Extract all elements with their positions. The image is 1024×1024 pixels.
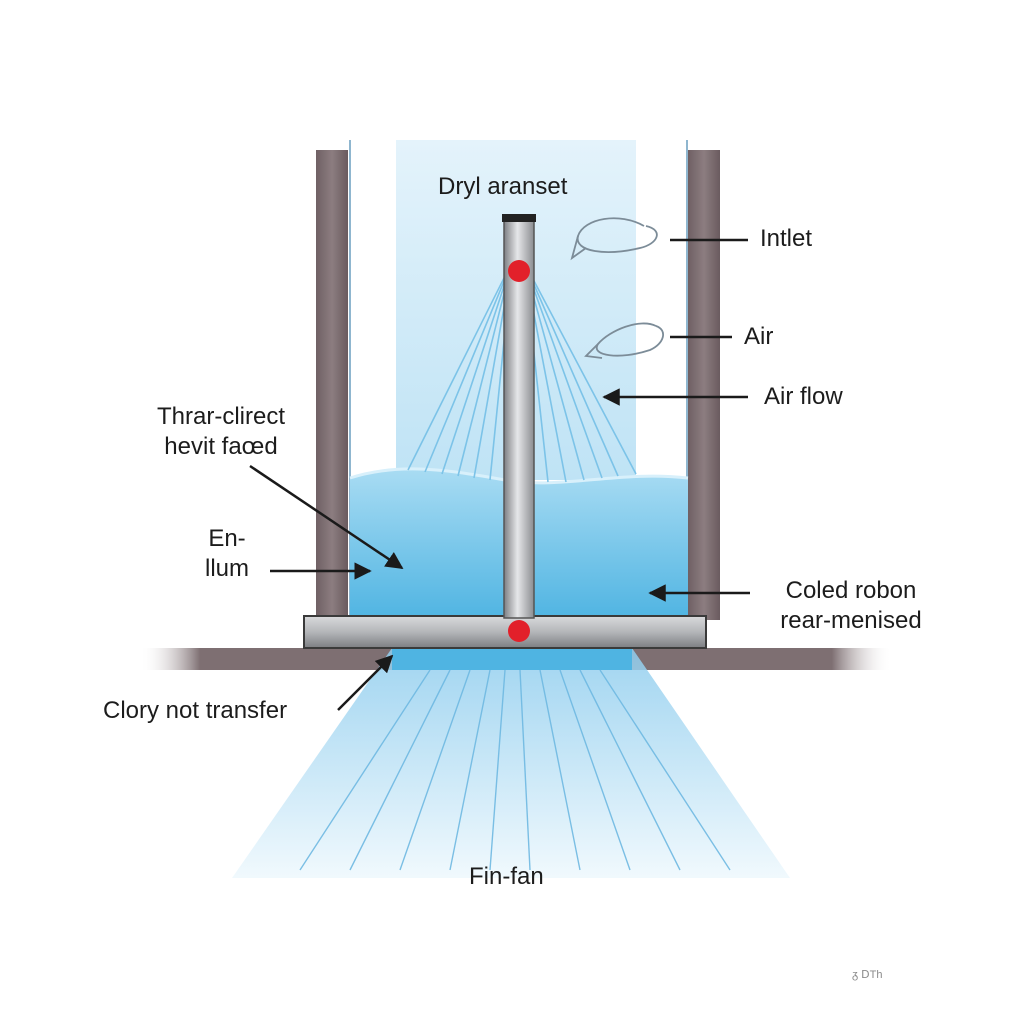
fan-cone	[232, 648, 790, 878]
label-air-flow: Air flow	[764, 383, 843, 410]
lower-junction-dot	[508, 620, 530, 642]
label-en-line1: En-	[208, 525, 246, 552]
thrar-arrow	[249, 464, 404, 570]
upper-nozzle-dot	[508, 260, 530, 282]
air-swirl-icon	[595, 322, 664, 357]
label-thrar-line1: Thrar-clirect	[156, 403, 285, 430]
label-fin-fan: Fin-fan	[469, 863, 544, 890]
label-thrar-line2: hevit faœd	[164, 433, 278, 460]
label-coled: Coled robon rear-menised	[760, 576, 942, 636]
vertical-pipe	[503, 217, 535, 619]
label-inlet: Intlet	[760, 225, 813, 252]
label-top: Dryl aranset	[438, 173, 568, 200]
label-clory: Clory not transfer	[103, 697, 288, 724]
fan-outlet	[392, 648, 632, 670]
label-thrar: Thrar-clirect hevit faœd	[138, 402, 304, 462]
inlet-swirl-icon	[576, 217, 658, 253]
corner-mark: ᵹ ⅮTh	[852, 969, 883, 981]
pipe-cap	[502, 214, 536, 222]
fan-lines	[299, 669, 731, 871]
label-coled-line1: Coled robon	[785, 577, 917, 604]
label-en-line2: llum	[204, 555, 249, 582]
right-wall	[688, 150, 720, 620]
left-wall	[316, 150, 348, 620]
label-en: En- llum	[196, 524, 258, 584]
clory-arrow	[337, 654, 394, 711]
horizontal-pipe	[303, 615, 707, 649]
label-air: Air	[744, 323, 774, 350]
label-coled-line2: rear-menised	[780, 607, 922, 634]
